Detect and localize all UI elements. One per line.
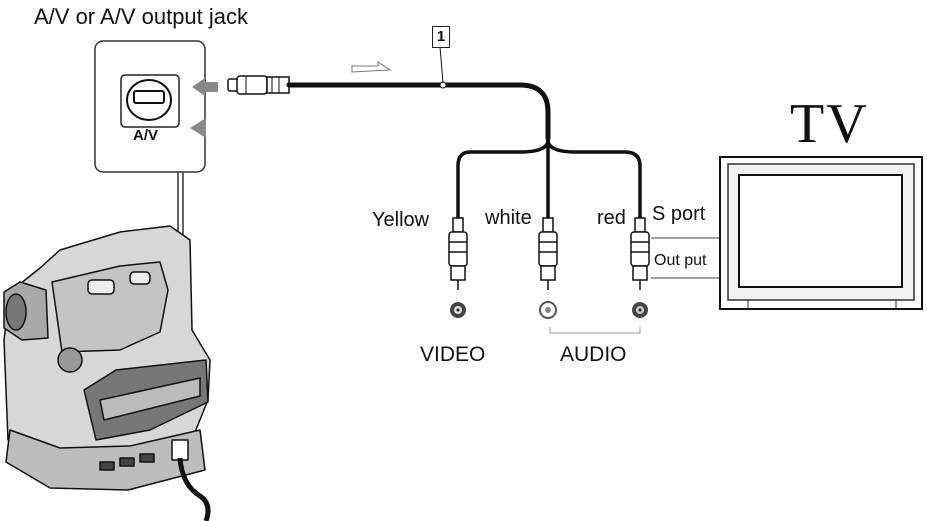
callout-number: 1 [432,26,450,48]
audio-right-socket-icon [632,302,648,318]
video-label: VIDEO [420,343,486,366]
direction-arrow-icon [351,61,392,73]
yellow-plug-label: Yellow [372,209,430,231]
camcorder-icon [3,225,211,521]
audio-left-socket-icon [539,301,557,319]
tv-label: TV [790,93,869,155]
tv-icon [719,156,923,310]
white-plug-label: white [485,207,532,229]
rca-plug-yellow [448,217,468,290]
av-cable [286,81,642,220]
s-port-label: S port [652,203,706,225]
rca-plug-red [630,217,650,290]
audio-bracket [549,327,641,334]
video-socket-icon [450,302,466,318]
callout-leader-line [439,46,444,84]
red-plug-label: red [597,207,626,229]
av-plug-connector [227,75,290,95]
av-port-label: A/V [133,127,159,144]
output-label: Out put [654,252,707,269]
audio-label: AUDIO [560,343,627,366]
insert-arrow-icon [192,78,218,96]
jack-title: A/V or A/V output jack [34,4,249,29]
rca-plug-white [538,217,558,290]
triangle-marker-icon [190,118,206,138]
